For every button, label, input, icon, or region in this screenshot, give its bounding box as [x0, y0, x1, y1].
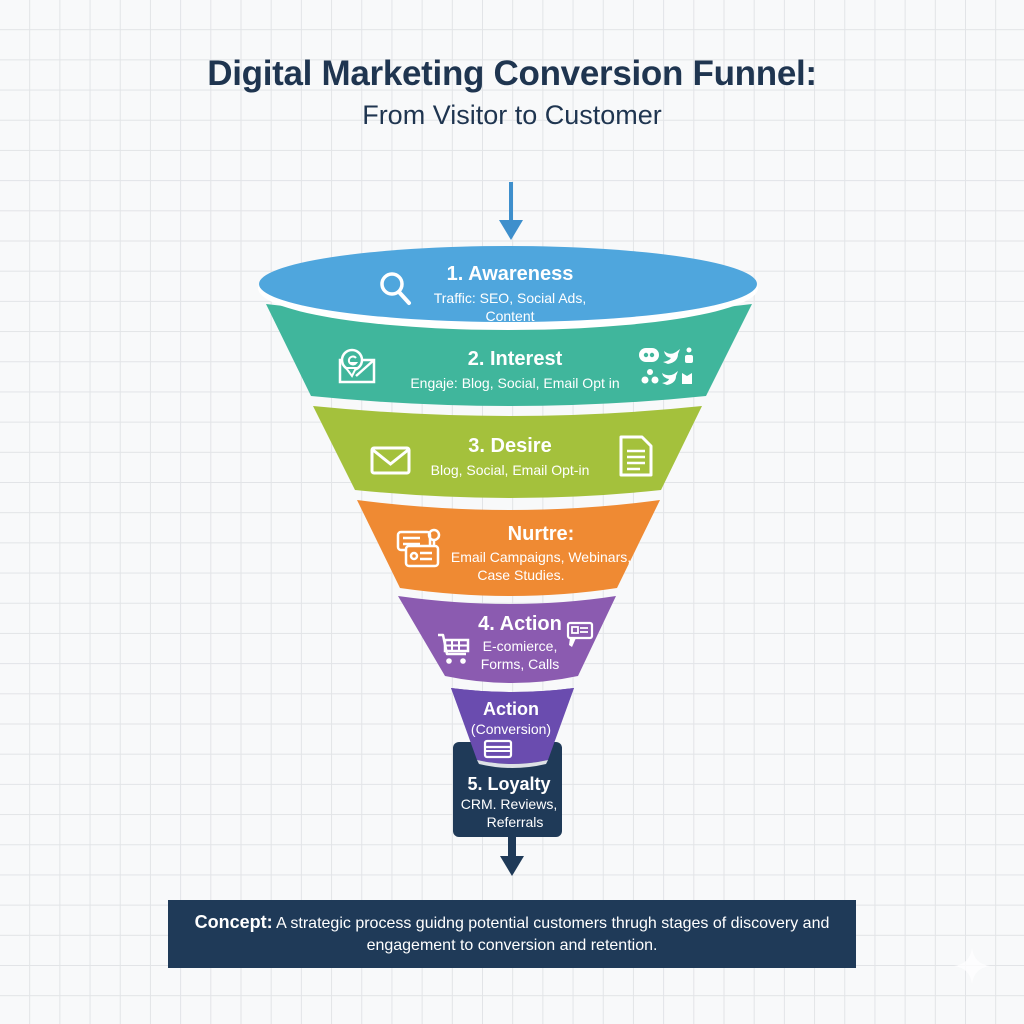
- stage-conversion: Action (Conversion): [451, 698, 571, 738]
- stage-nurture-subtitle-line2: Case Studies.: [477, 567, 565, 583]
- concept-text: A strategic process guidng potential cus…: [276, 915, 830, 954]
- stage-loyalty: 5. Loyalty CRM. Reviews, Referrals: [455, 774, 563, 831]
- stage-nurture-title: Nurtre:: [507, 523, 575, 545]
- entry-arrow-icon: [499, 182, 523, 240]
- funnel-layer-awareness: [259, 246, 757, 322]
- funnel-layer-desire: [313, 406, 702, 498]
- stage-loyalty-subtitle-line1: CRM. Reviews,: [460, 796, 558, 812]
- stage-interest: 2. Interest Engaje: Blog, Social, Email …: [400, 347, 630, 392]
- form-card-icon: [566, 621, 594, 647]
- concept-label: Concept:: [194, 912, 273, 932]
- page-title: Digital Marketing Conversion Funnel:: [207, 54, 817, 93]
- funnel-layer-nurture: [357, 500, 660, 596]
- envelope-icon: [370, 446, 411, 475]
- campaign-cards-icon: [396, 528, 441, 568]
- stage-awareness: 1. Awareness Traffic: SEO, Social Ads, C…: [410, 262, 610, 325]
- stage-action-title: 4. Action: [478, 613, 562, 635]
- page-subtitle: From Visitor to Customer: [362, 100, 662, 130]
- stage-action-subtitle-line1: E-comierce,: [482, 638, 558, 654]
- stage-desire-subtitle: Blog, Social, Email Opt-in: [430, 462, 590, 478]
- social-media-icons: [639, 347, 693, 385]
- stage-nurture: Nurtre: Email Campaigns, Webinars, Case …: [446, 522, 636, 584]
- document-icon: [619, 435, 653, 477]
- credit-card-icon: [483, 739, 513, 759]
- search-icon: [380, 272, 411, 305]
- sparkle-watermark-icon: [954, 948, 990, 984]
- stage-awareness-title: 1. Awareness: [446, 263, 574, 285]
- stage-nurture-subtitle-line1: Email Campaigns, Webinars,: [450, 549, 632, 565]
- exit-arrow-icon: [500, 836, 524, 876]
- shopping-cart-icon: [438, 633, 470, 664]
- funnel-layer-interest: [266, 304, 752, 406]
- stage-desire-title: 3. Desire: [468, 435, 552, 457]
- stage-desire: 3. Desire Blog, Social, Email Opt-in: [415, 434, 605, 479]
- stage-interest-subtitle: Engaje: Blog, Social, Email Opt in: [410, 375, 620, 391]
- stage-loyalty-subtitle-line2: Referrals: [486, 814, 544, 830]
- stage-conversion-subtitle: (Conversion): [470, 721, 552, 737]
- chat-mail-icon: [338, 348, 376, 384]
- stage-action-subtitle-line2: Forms, Calls: [480, 656, 560, 672]
- stage-interest-title: 2. Interest: [467, 348, 563, 370]
- stage-loyalty-title: 5. Loyalty: [467, 774, 551, 794]
- funnel-layer-action: [398, 596, 616, 683]
- stage-awareness-subtitle: Traffic: SEO, Social Ads, Content: [433, 290, 587, 324]
- concept-box: Concept: A strategic process guidng pote…: [168, 900, 856, 968]
- stage-action: 4. Action E-comierce, Forms, Calls: [470, 612, 570, 673]
- stage-conversion-title: Action: [483, 699, 539, 719]
